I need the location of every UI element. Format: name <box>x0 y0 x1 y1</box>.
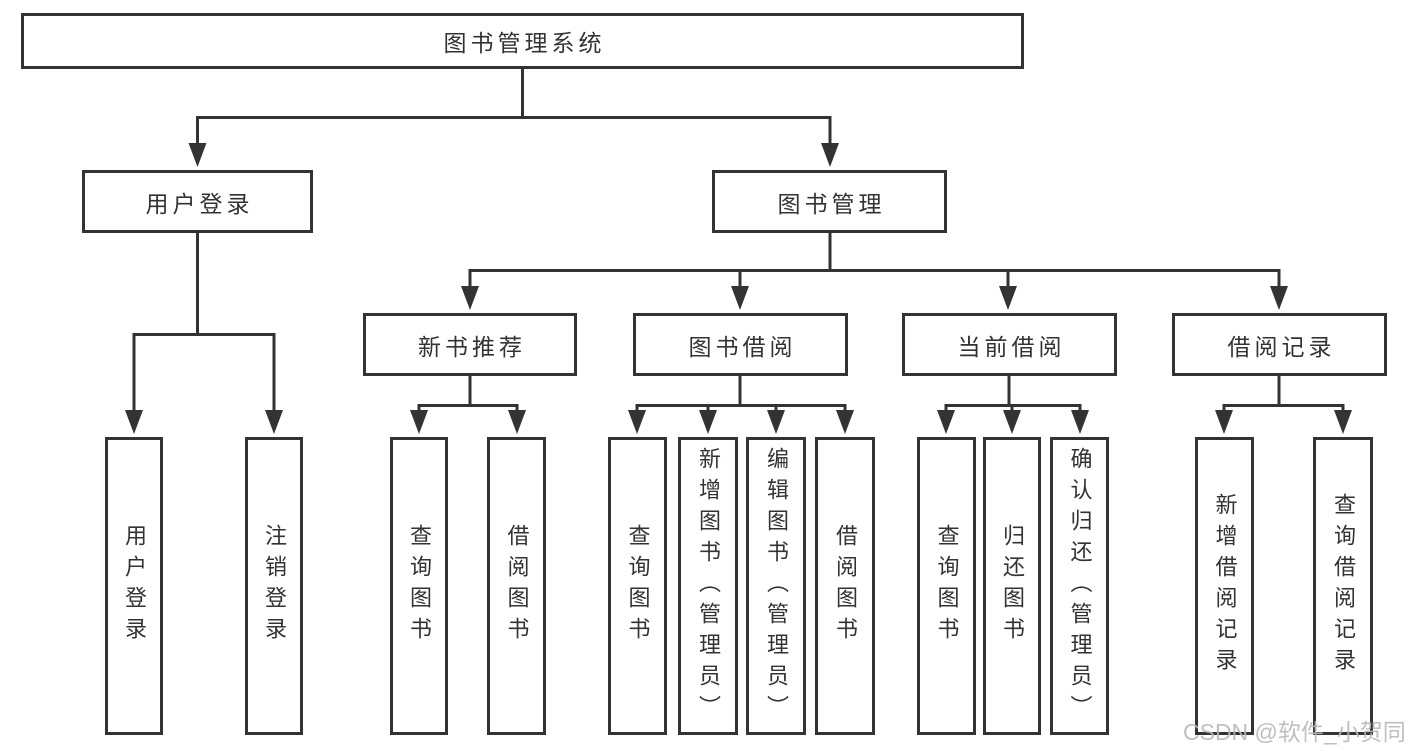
leaf-query-books-recommend: 查询图书 <box>390 437 448 735</box>
leaf-query-books-borrow: 查询图书 <box>608 437 667 735</box>
leaf-query-books-current: 查询图书 <box>917 437 976 735</box>
csdn-watermark: CSDN @软件_小贺同学 <box>1183 719 1405 745</box>
node-library-management-system: 图书管理系统 <box>21 13 1024 69</box>
leaf-borrow-books: 借阅图书 <box>815 437 875 735</box>
leaf-user-login: 用户登录 <box>105 437 163 735</box>
branch-user-login: 用户登录 <box>82 170 313 233</box>
branch-borrow-records: 借阅记录 <box>1172 313 1387 376</box>
leaf-edit-books-admin: 编辑图书（管理员） <box>746 437 806 735</box>
leaf-logout: 注销登录 <box>245 437 303 735</box>
branch-book-borrow: 图书借阅 <box>633 313 848 376</box>
branch-current-borrow: 当前借阅 <box>902 313 1117 376</box>
leaf-borrow-books-recommend: 借阅图书 <box>487 437 546 735</box>
branch-book-management: 图书管理 <box>712 170 947 233</box>
leaf-query-borrow-record: 查询借阅记录 <box>1313 437 1373 735</box>
leaf-confirm-return-admin: 确认归还（管理员） <box>1050 437 1109 735</box>
branch-new-book-recommend: 新书推荐 <box>363 313 577 376</box>
leaf-return-books: 归还图书 <box>983 437 1041 735</box>
leaf-add-borrow-record: 新增借阅记录 <box>1195 437 1254 735</box>
leaf-add-books-admin: 新增图书（管理员） <box>678 437 738 735</box>
